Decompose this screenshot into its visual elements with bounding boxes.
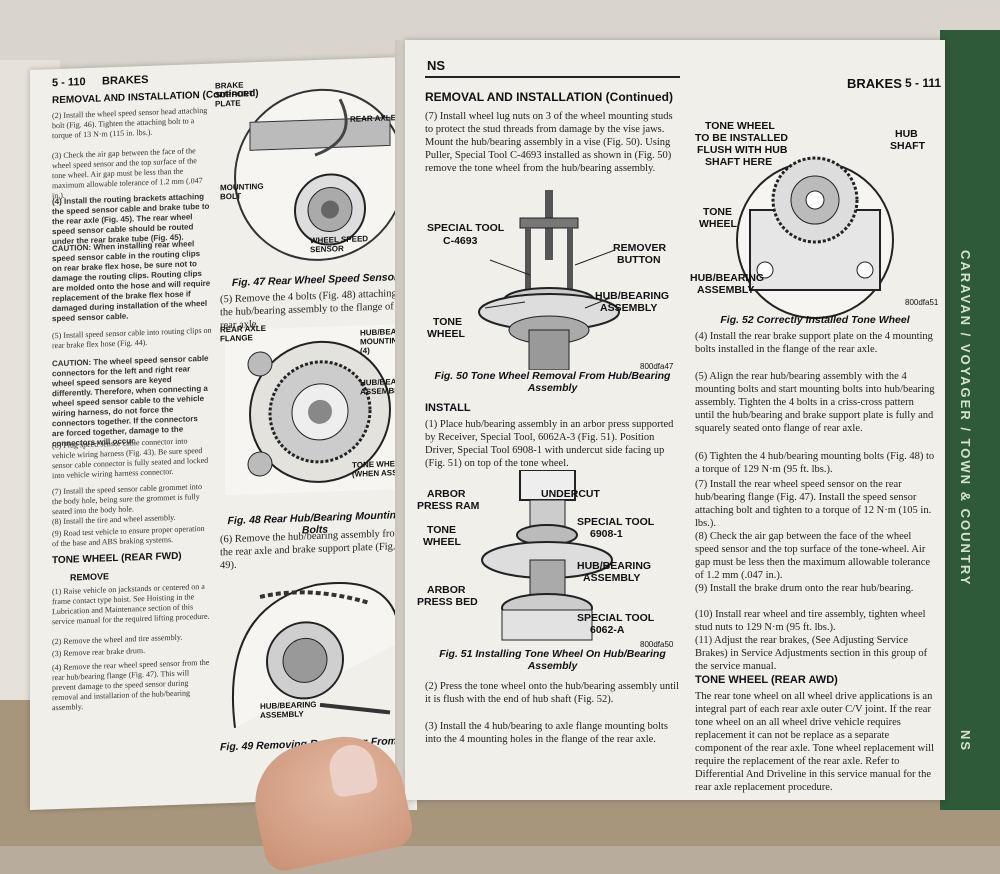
fig51-label-tool-no-2: 6062-A [590, 624, 625, 636]
fig52-label-hub-bearing: HUB/BEARING [690, 272, 765, 284]
fig50-label-special-tool: SPECIAL TOOL [427, 222, 505, 234]
spine-code: NS [958, 730, 973, 753]
fig52-label-3: FLUSH WITH HUB [697, 144, 788, 156]
fig52-label-1: TONE WHEEL [705, 120, 775, 132]
fig51-illustration [481, 470, 613, 641]
fig48-illustration [225, 324, 400, 496]
right-section: BRAKES [847, 76, 902, 91]
fig49-illustration [231, 582, 401, 728]
fig49-label-hub: HUB/BEARING ASSEMBLY [260, 699, 317, 720]
fig51-label-arbor-bed: ARBOR [427, 584, 466, 596]
fig51-label-assembly: ASSEMBLY [583, 572, 641, 584]
awd-heading: TONE WHEEL (REAR AWD) [695, 674, 838, 686]
fig52-illustration [736, 156, 894, 319]
left-page-number: 5 - 110 [52, 76, 86, 90]
fig51-label-tool-no: 6908-1 [590, 528, 623, 540]
left-text-5: (6) Plug speed sensor cable connector in… [52, 436, 209, 481]
remove-heading: REMOVE [70, 571, 110, 583]
fig50-code: 800dfa47 [640, 362, 674, 371]
left-text-4: (5) Install speed sensor cable into rout… [52, 325, 212, 351]
fig52-caption: Fig. 52 Correctly Installed Tone Wheel [720, 314, 910, 326]
fig52-label-shaft: SHAFT [890, 140, 925, 152]
left-page: 5 - 110 BRAKES REMOVAL AND INSTALLATION … [30, 56, 410, 811]
fig52-label-tone: TONE [703, 206, 732, 218]
install-step-3: (3) Install the 4 hub/bearing to axle fl… [425, 721, 668, 745]
header-rule [425, 76, 680, 78]
awd-text: The rear tone wheel on all wheel drive a… [695, 691, 935, 793]
install-step-11: (11) Adjust the rear brakes, (See Adjust… [695, 635, 928, 672]
remove-step-4: (4) Remove the rear wheel speed sensor f… [52, 657, 210, 713]
install-step-4: (4) Install the rear brake support plate… [695, 331, 933, 355]
fig51-label-press-ram: PRESS RAM [417, 500, 480, 512]
left-text-1: (2) Install the wheel speed sensor head … [52, 105, 208, 141]
fig51-code: 800dfa50 [640, 640, 674, 649]
fig51-label-special-tool: SPECIAL TOOL [577, 516, 655, 528]
right-page-number: 5 - 111 [905, 76, 942, 90]
fig52-label-4: SHAFT HERE [705, 156, 773, 168]
fig51-label-wheel: WHEEL [423, 536, 461, 548]
fig50-label-button: BUTTON [617, 254, 661, 266]
fig48-label-flange: REAR AXLE FLANGE [220, 323, 266, 344]
right-section-code: NS [427, 58, 446, 73]
fig51-label-press-bed: PRESS BED [417, 596, 478, 608]
fig50-illustration [478, 190, 620, 370]
fig50-label-assembly: ASSEMBLY [600, 302, 658, 314]
fig51-label-hub-bearing: HUB/BEARING [577, 560, 652, 572]
left-sub-heading: TONE WHEEL (REAR FWD) [52, 550, 182, 567]
fig51-label-undercut: UNDERCUT [541, 488, 600, 500]
fig47-illustration [234, 88, 405, 261]
fig51-label-special-tool-2: SPECIAL TOOL [577, 612, 655, 624]
fig52-code: 800dfa51 [905, 298, 939, 307]
fig50-label-tone: TONE [433, 316, 462, 328]
fig51-label-arbor: ARBOR [427, 488, 466, 500]
fig52-label-assembly: ASSEMBLY [697, 284, 755, 296]
caution-1: CAUTION: When installing rear wheel spee… [52, 239, 211, 324]
install-step-10: (10) Install rear wheel and tire assembl… [695, 609, 926, 633]
fig47-caption: Fig. 47 Rear Wheel Speed Sensor [231, 271, 399, 289]
install-heading: INSTALL [425, 402, 471, 414]
right-page-heading: REMOVAL AND INSTALLATION (Continued) [425, 90, 673, 104]
fig47-label-sensor: WHEEL SPEED SENSOR [310, 234, 369, 255]
install-step-2: (2) Press the tone wheel onto the hub/be… [425, 681, 679, 705]
left-text-8: (9) Road test vehicle to ensure proper o… [52, 523, 205, 549]
fig47-label-support-plate: BRAKE SUPPORT PLATE [215, 80, 254, 109]
fig50-label-remover: REMOVER [613, 242, 667, 254]
fig51-caption: Fig. 51 Installing Tone Wheel On Hub/Bea… [439, 648, 666, 672]
caution-2: CAUTION: The wheel speed sensor cable co… [52, 353, 209, 449]
green-book-spine: CARAVAN / VOYAGER / TOWN & COUNTRY NS [940, 30, 1000, 810]
install-step-8: (8) Check the air gap between the face o… [695, 531, 931, 581]
install-step-9: (9) Install the brake drum onto the rear… [695, 583, 914, 594]
fig50-label-hub-bearing: HUB/BEARING [595, 290, 670, 302]
fig52-label-2: TO BE INSTALLED [695, 132, 788, 144]
fig50-caption: Fig. 50 Tone Wheel Removal From Hub/Bear… [434, 370, 671, 394]
fig47-label-rear-axle: REAR AXLE [350, 113, 396, 124]
fig50-label-tool-no: C-4693 [443, 235, 478, 247]
fig52-label-wheel: WHEEL [699, 218, 737, 230]
fig52-label-hub: HUB [895, 128, 918, 140]
fig50-label-wheel: WHEEL [427, 328, 465, 340]
left-page-section: BRAKES [102, 73, 149, 88]
fig47-label-mounting-bolt: MOUNTING BOLT [220, 181, 264, 202]
remove-step-1: (1) Raise vehicle on jackstands or cente… [52, 581, 210, 627]
fig51-label-tone: TONE [427, 524, 456, 536]
install-step-6: (6) Tighten the 4 hub/bearing mounting b… [695, 451, 935, 475]
install-step-5: (5) Align the rear hub/bearing assembly … [695, 371, 935, 434]
spine-title: CARAVAN / VOYAGER / TOWN & COUNTRY [958, 250, 973, 587]
right-para-7: (7) Install wheel lug nuts on 3 of the w… [425, 111, 673, 174]
install-step-1: (1) Place hub/bearing assembly in an arb… [425, 419, 674, 469]
install-step-7: (7) Install the rear wheel speed sensor … [695, 479, 932, 529]
right-page: NS BRAKES 5 - 111 REMOVAL AND INSTALLATI… [405, 40, 945, 800]
